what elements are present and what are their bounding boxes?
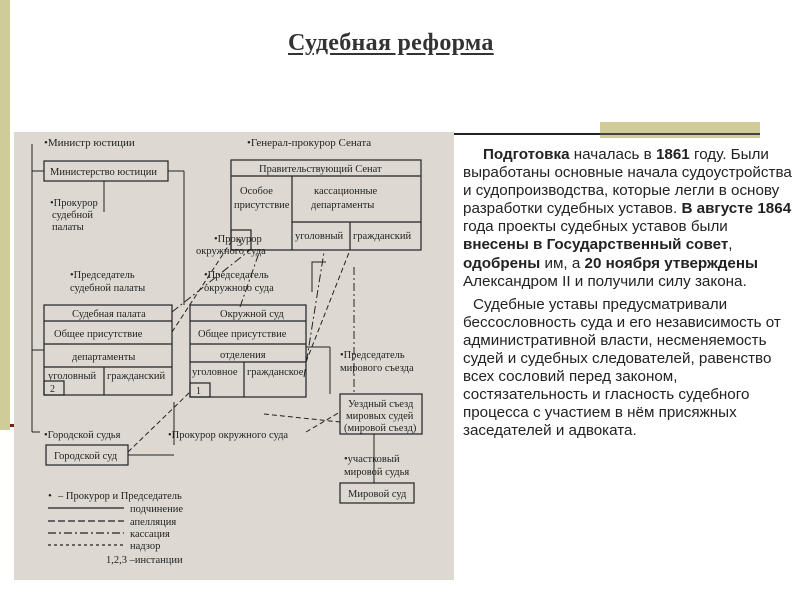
label-jc-departments: департаменты (72, 352, 135, 363)
label-special-presence-1: Особое (240, 186, 273, 197)
label-chair-congress-1: •Председатель (340, 350, 405, 361)
label-senate-instance: 3 (237, 238, 242, 249)
text-august-1864: В августе 1864 (681, 200, 792, 218)
label-senate-criminal: уголовный (295, 231, 344, 242)
label-district-judge-1: •участковый (344, 454, 400, 465)
label-chair-congress-2: мирового съезда (340, 363, 414, 374)
paragraph-statutes: Судебные уставы предусматривали бессосло… (463, 295, 781, 440)
legend-appeal: апелляция (130, 517, 176, 528)
label-jc-general-presence: Общее присутствие (54, 329, 143, 340)
box-district-court (189, 304, 307, 398)
label-jc-civil: гражданский (107, 371, 165, 382)
label-uezd-congress-1: Уездный съезд (348, 399, 414, 410)
label-district-judge-2: мировой судья (344, 467, 409, 478)
label-prosecutor-dc-2: окружного суда (196, 246, 266, 257)
label-uezd-congress-2: мировых судей (346, 411, 414, 422)
label-minister: •Министр юстиции (44, 137, 135, 149)
legend-subordination: подчинение (130, 504, 183, 515)
label-chair-dc-2: окружного суда (204, 283, 274, 294)
text-state-council: внесены в Государственный совет (463, 236, 729, 254)
box-judicial-chamber-label: Судебная палата (72, 309, 146, 320)
left-accent-band (0, 0, 10, 430)
box-district-court-label: Окружной суд (220, 309, 284, 320)
box-magistrate-court (339, 482, 415, 504)
text-p1-s12: Александром II и получили силу закона. (463, 272, 747, 290)
top-accent-block (600, 122, 760, 138)
left-band-bottom (0, 430, 10, 600)
label-city-judge: •Городской судья (44, 430, 121, 441)
box-senate (230, 159, 422, 251)
label-dc-instance: 1 (196, 386, 201, 397)
text-p1-s2: началась в (569, 146, 656, 163)
label-procurator-general: •Генерал-прокурор Сената (247, 137, 371, 149)
label-cassation-2: департаменты (311, 200, 374, 211)
text-p1-s8: , (728, 236, 733, 254)
label-prosecutor-dc-1: •Прокурор (214, 234, 262, 245)
legend-supervision: надзор (130, 541, 160, 552)
label-dc-general-presence: Общее присутствие (198, 329, 287, 340)
label-prosecutor-jc-2: судебной (52, 210, 93, 221)
label-jc-criminal: уголовный (48, 371, 97, 382)
label-dc-civil: гражданское (247, 367, 304, 378)
label-prosecutor-jc-1: •Прокурор (50, 198, 98, 209)
legend-cassation: кассация (130, 529, 170, 540)
text-year-1861: 1861 (655, 146, 690, 163)
label-jc-instance: 2 (50, 384, 55, 395)
diagram-svg: •Министр юстиции •Генерал-прокурор Сенат… (31, 137, 423, 566)
legend-instances: 1,2,3 –инстанции (106, 555, 183, 566)
box-ministry-label: Министерство юстиции (50, 167, 157, 178)
box-senate-label: Правительствующий Сенат (259, 164, 382, 175)
top-rule-right (600, 133, 760, 135)
label-chair-dc-1: •Председатель (204, 270, 269, 281)
label-special-presence-2: присутствие (234, 200, 290, 211)
label-chair-jc-2: судебной палаты (70, 283, 145, 294)
text-p1-s10: им, а (540, 254, 585, 272)
paragraph-preparation: Подготовка началась в 1861 году. Были вы… (463, 146, 793, 291)
legend-marker: • (48, 490, 52, 502)
box-uezd-congress (339, 393, 423, 435)
label-dc-sections: отделения (220, 350, 266, 361)
label-cassation-1: кассационные (314, 186, 377, 197)
label-prosecutor-jc-3: палаты (52, 222, 84, 233)
diagram-legend: • – Прокурор и Председатель подчинение а… (48, 490, 183, 566)
slide-title: Судебная реформа (288, 30, 494, 56)
text-november-20: 20 ноября утверждены (584, 254, 759, 272)
text-preparation: Подготовка (483, 146, 570, 163)
legend-marker-text: – Прокурор и Председатель (57, 491, 182, 502)
text-approved: одобрены (463, 254, 541, 272)
label-dc-criminal: уголовное (192, 367, 238, 378)
box-city-court-label: Городской суд (54, 451, 118, 462)
text-p1-s4: году. Были выработаны основные начала су… (463, 146, 792, 218)
label-senate-civil: гражданский (353, 231, 411, 242)
box-magistrate-court-label: Мировой суд (348, 489, 407, 500)
slide-text: Подготовка началась в 1861 году. Были вы… (463, 146, 793, 441)
label-chair-jc-1: •Председатель (70, 270, 135, 281)
label-prosecutor-district-court: •Прокурор окружного суда (168, 430, 288, 441)
text-p1-s6: года проекты судебных уставов были (463, 218, 728, 236)
label-uezd-congress-3: (мировой съезд) (344, 423, 417, 434)
judicial-system-diagram: •Министр юстиции •Генерал-прокурор Сенат… (14, 132, 454, 580)
